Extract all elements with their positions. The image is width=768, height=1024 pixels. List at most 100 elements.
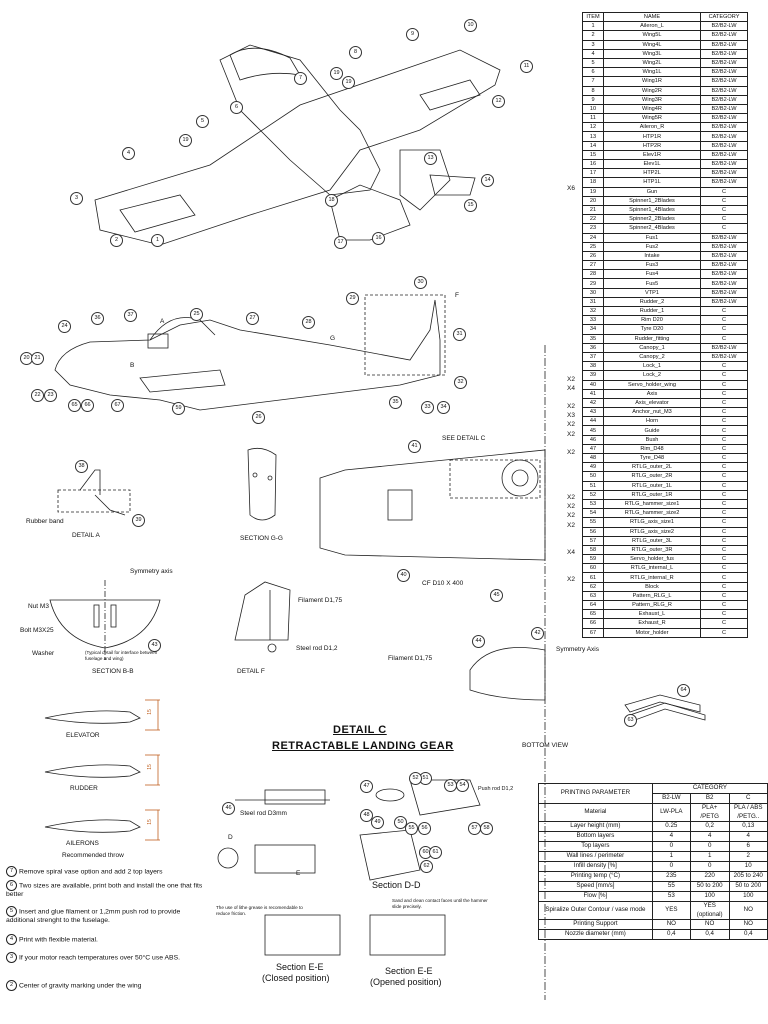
bom-category: B2/B2-LW xyxy=(700,113,748,124)
item-balloon: 8 xyxy=(349,46,362,59)
pp-parameter-value: 53 xyxy=(651,891,691,902)
pp-parameter-value: 235 xyxy=(651,871,691,882)
bom-item-number: 60 xyxy=(582,563,604,574)
note-mark-icon: 3 xyxy=(6,952,17,963)
bom-item-number: 36 xyxy=(582,342,604,353)
pp-parameter-name: Printing Support xyxy=(538,919,653,930)
pp-parameter-value: 0,13 xyxy=(728,821,768,832)
bom-item-number: 51 xyxy=(582,480,604,491)
bom-item-number: 57 xyxy=(582,535,604,546)
pp-parameter-name: Printing temp (°C) xyxy=(538,871,653,882)
bom-item-number: 44 xyxy=(582,416,604,427)
bom-item-number: 50 xyxy=(582,471,604,482)
quantity-multiplier: X3 xyxy=(567,412,575,420)
bom-category: C xyxy=(700,581,748,592)
detail-a-label: DETAIL A xyxy=(72,532,100,539)
bom-item-number: 14 xyxy=(582,140,604,151)
nut-m3-label: Nut M3 xyxy=(28,603,49,610)
bom-category: C xyxy=(700,452,748,464)
bom-part-name: RTLG_outer_1L xyxy=(603,480,701,491)
quantity-multiplier: X2 xyxy=(567,375,575,383)
pp-parameter-name: Wall lines / perimeter xyxy=(538,851,653,862)
section-letter-a: A xyxy=(160,318,165,325)
bom-category: B2/B2-LW xyxy=(700,149,748,161)
bom-header-row: ITEM NAME CATEGORY xyxy=(582,11,748,23)
symmetry-axis-b-label: Symmetry Axis xyxy=(556,646,599,653)
bom-part-name: VTP1 xyxy=(603,287,701,298)
note-text: Two sizes are available, print both and … xyxy=(6,882,203,898)
push-rod-label: Push rod D1,2 xyxy=(478,786,514,792)
bom-category: C xyxy=(700,195,748,206)
item-balloon: 4 xyxy=(122,147,135,160)
item-balloon: 1 xyxy=(151,234,164,247)
bom-part-name: Exhaust_R xyxy=(603,618,701,629)
steel-rod-d12-label: Steel rod D1,2 xyxy=(296,645,338,652)
bom-category: B2/B2-LW xyxy=(700,241,748,252)
bom-item-number: 3 xyxy=(582,39,604,50)
item-balloon: 19 xyxy=(342,76,355,89)
item-balloon: 56 xyxy=(418,822,431,835)
pp-parameter-value: NO xyxy=(651,919,691,930)
bom-part-name: Rim_D48 xyxy=(603,443,701,455)
bom-part-name: Spinner1_2Blades xyxy=(603,195,701,206)
item-balloon: 40 xyxy=(397,569,410,582)
pp-parameter-name: Speed [mm/s] xyxy=(538,881,653,892)
bom-category: C xyxy=(700,333,748,344)
item-balloon: 49 xyxy=(371,816,384,829)
bom-category: B2/B2-LW xyxy=(700,67,748,78)
section-ee-closed-sub: (Closed position) xyxy=(262,973,330,983)
bom-item-number: 27 xyxy=(582,260,604,271)
bom-category: B2/B2-LW xyxy=(700,250,748,262)
bom-part-name: Fus3 xyxy=(603,260,701,271)
bom-item-number: 30 xyxy=(582,287,604,298)
bom-item-number: 18 xyxy=(582,177,604,188)
bom-part-name: Wing5L xyxy=(603,30,701,41)
item-balloon: 28 xyxy=(302,316,315,329)
pp-header-parameter: PRINTING PARAMETER xyxy=(538,783,653,804)
quantity-multiplier: X2 xyxy=(567,448,575,456)
section-letter-e: E xyxy=(296,870,301,877)
bom-part-name: Tyre D20 xyxy=(603,324,701,335)
filament-d175-b-label: Filament D1,75 xyxy=(388,655,433,662)
pp-parameter-value: NO xyxy=(728,919,768,930)
bom-category: C xyxy=(700,305,748,317)
bom-part-name: Motor_holder xyxy=(603,627,701,638)
bom-item-number: 17 xyxy=(582,168,604,179)
note-text: Remove spiral vase option and add 2 top … xyxy=(19,868,163,876)
bom-part-name: Wing2L xyxy=(603,57,701,69)
bom-item-number: 31 xyxy=(582,296,604,308)
bom-part-name: Exhaust_L xyxy=(603,609,701,620)
item-balloon: 2 xyxy=(110,234,123,247)
pp-parameter-value: 4 xyxy=(651,831,691,842)
bom-part-name: RTLG_axis_size2 xyxy=(603,526,701,537)
bom-category: C xyxy=(700,572,748,583)
bom-part-name: Spinner2_4Blades xyxy=(603,223,701,234)
item-balloon: 52 xyxy=(409,772,422,785)
bom-part-name: Guide xyxy=(603,425,701,436)
pp-parameter-value: 0,4 xyxy=(689,929,730,940)
quantity-multiplier: X2 xyxy=(567,494,575,502)
bom-category: C xyxy=(700,489,748,500)
pp-parameter-name: Top layers xyxy=(538,841,653,852)
pp-cat-b2lw: B2-LW xyxy=(651,793,691,804)
item-balloon: 9 xyxy=(406,28,419,41)
